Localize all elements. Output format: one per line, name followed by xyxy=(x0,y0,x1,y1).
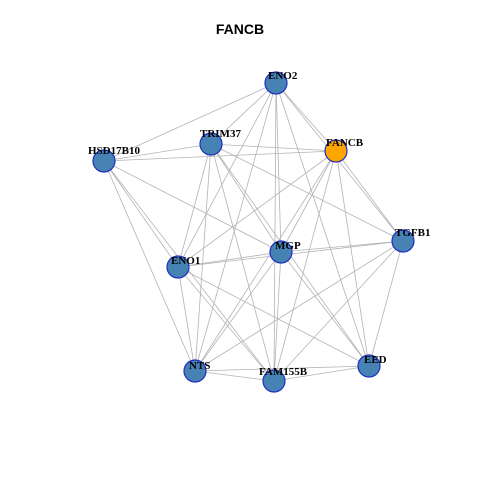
node-label-fam155b: FAM155B xyxy=(259,366,308,378)
edge-layer xyxy=(103,82,404,382)
edge-fancb-mgp xyxy=(280,150,337,253)
edge-trim37-eno1 xyxy=(177,143,212,268)
edge-trim37-mgp xyxy=(210,143,282,253)
edge-mgp-eno1 xyxy=(177,251,282,268)
node-label-hsd17b10: HSD17B10 xyxy=(88,145,140,157)
node-tgfb1[interactable] xyxy=(391,229,415,253)
edge-eno1-eed xyxy=(177,266,370,367)
edge-mgp-tgfb1 xyxy=(280,240,404,253)
node-trim37[interactable] xyxy=(199,132,223,156)
edge-fancb-tgfb1 xyxy=(335,150,404,242)
edge-hsd17b10-mgp xyxy=(103,160,282,253)
edge-hsd17b10-nts xyxy=(103,160,196,372)
edge-fancb-eno1 xyxy=(177,150,337,268)
graph-title: FANCB xyxy=(215,21,265,37)
node-label-mgp: MGP xyxy=(275,240,301,252)
node-fancb[interactable] xyxy=(324,139,348,163)
edge-fam155b-eed xyxy=(273,365,370,382)
node-eed[interactable] xyxy=(357,354,381,378)
node-label-eed: EED xyxy=(364,354,387,366)
edge-tgfb1-fam155b xyxy=(273,240,404,382)
node-nts[interactable] xyxy=(183,359,207,383)
edge-eno1-nts xyxy=(177,266,196,372)
edge-eno2-fancb xyxy=(275,82,337,152)
edge-mgp-nts xyxy=(194,251,282,372)
edge-trim37-tgfb1 xyxy=(210,143,404,242)
node-label-nts: NTS xyxy=(189,360,210,372)
edge-fancb-nts xyxy=(194,150,337,372)
node-label-tgfb1: TGFB1 xyxy=(395,227,430,239)
edge-mgp-fam155b xyxy=(273,251,282,382)
node-mgp[interactable] xyxy=(269,240,293,264)
edge-eno1-fam155b xyxy=(177,266,275,382)
node-label-fancb: FANCB xyxy=(326,137,364,149)
edge-nts-fam155b xyxy=(194,370,275,382)
edge-eno2-mgp xyxy=(275,82,282,253)
edge-trim37-fam155b xyxy=(210,143,275,382)
edge-hsd17b10-eno1 xyxy=(103,160,179,268)
node-eno2[interactable] xyxy=(264,71,288,95)
node-label-eno2: ENO2 xyxy=(268,70,298,82)
edge-hsd17b10-fam155b xyxy=(103,160,275,382)
edge-fancb-fam155b xyxy=(273,150,337,382)
edge-eno2-hsd17b10 xyxy=(103,82,277,162)
node-eno1[interactable] xyxy=(166,255,190,279)
edge-eno2-nts xyxy=(194,82,277,372)
edge-mgp-eed xyxy=(280,251,370,367)
node-label-trim37: TRIM37 xyxy=(200,128,241,140)
node-label-eno1: ENO1 xyxy=(171,255,200,267)
node-layer xyxy=(92,71,415,393)
edge-eno2-eed xyxy=(275,82,370,367)
node-hsd17b10[interactable] xyxy=(92,149,116,173)
node-fam155b[interactable] xyxy=(262,369,286,393)
edge-eno2-eno1 xyxy=(177,82,277,268)
edge-trim37-hsd17b10 xyxy=(103,143,212,162)
edge-trim37-fancb xyxy=(210,143,337,152)
edge-tgfb1-eed xyxy=(368,240,404,367)
edge-trim37-nts xyxy=(194,143,212,372)
edge-fancb-eed xyxy=(335,150,370,367)
edge-eno2-trim37 xyxy=(210,82,277,145)
edge-nts-eed xyxy=(194,365,370,372)
edge-fancb-hsd17b10 xyxy=(103,150,337,162)
edge-tgfb1-nts xyxy=(194,240,404,372)
edge-eno2-fam155b xyxy=(273,82,277,382)
